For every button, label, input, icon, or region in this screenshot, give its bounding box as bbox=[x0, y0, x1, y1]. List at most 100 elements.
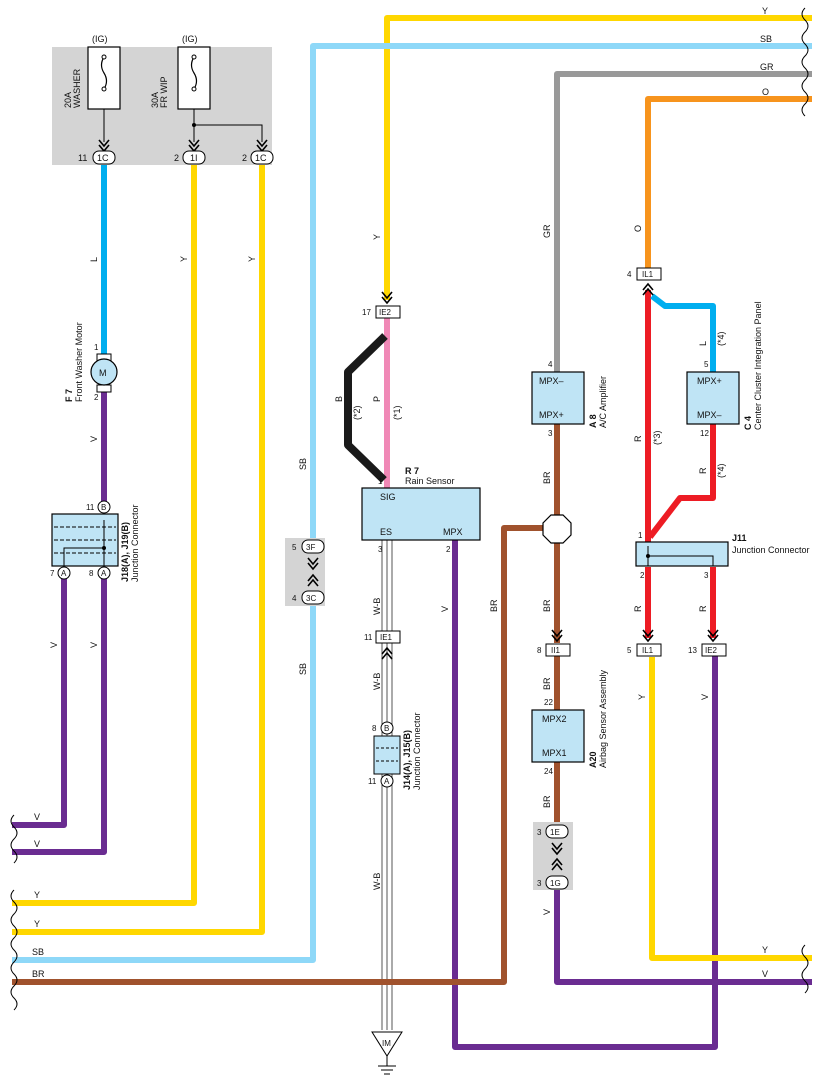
wire-label-br-bus: BR bbox=[489, 599, 499, 612]
edge-label-bl-v2: V bbox=[34, 839, 40, 849]
ie2-bottom-connector: IE2 13 bbox=[688, 629, 727, 657]
ii1-connector: II1 8 bbox=[537, 629, 571, 657]
conn-1g-num: 3 bbox=[537, 879, 542, 888]
ac-amp-box bbox=[531, 371, 585, 425]
wire-sb bbox=[12, 43, 812, 963]
motor-icon bbox=[90, 358, 118, 386]
conn-1e: 1E bbox=[550, 828, 560, 837]
fuse-pin-num-3: 2 bbox=[242, 153, 247, 163]
sb-connector-pair: 3F 5 3C 4 bbox=[285, 538, 325, 606]
wire-label-y-frwip-2: Y bbox=[247, 256, 257, 262]
il1-bottom-num: 5 bbox=[627, 646, 632, 655]
wire-label-v-ie2: V bbox=[700, 694, 710, 700]
il1-top-num: 4 bbox=[627, 270, 632, 279]
ie1-conn: IE1 bbox=[380, 633, 393, 642]
cluster-pin-in: 5 bbox=[704, 360, 709, 369]
wire-label-o: O bbox=[633, 225, 643, 232]
wire-o bbox=[645, 96, 812, 268]
wire-label-r-j11-a: R bbox=[633, 605, 643, 612]
wire-label-l-cluster: L bbox=[698, 341, 708, 346]
connector-1c-a bbox=[92, 150, 116, 165]
wire-br-bus bbox=[12, 525, 543, 985]
rain-sensor-name: Rain Sensor bbox=[405, 476, 455, 486]
wire-v-j18-a bbox=[12, 577, 67, 828]
wire-label-r-cluster: R bbox=[698, 467, 708, 474]
ac-amp-mpx-minus: MPX– bbox=[539, 376, 564, 386]
fuse-frwip-name: FR WIP bbox=[159, 77, 169, 109]
airbag-name: Airbag Sensor Assembly bbox=[598, 669, 608, 768]
wire-label-v-j18-a: V bbox=[49, 642, 59, 648]
wire-label-v-washer: V bbox=[89, 436, 99, 442]
wire-label-br-airbag-2: BR bbox=[542, 677, 552, 690]
ac-amp-pin-out: 3 bbox=[548, 429, 553, 438]
ground-label: IM bbox=[382, 1039, 391, 1048]
conn-1g: 1G bbox=[550, 879, 561, 888]
ii1-num: 8 bbox=[537, 646, 542, 655]
fuse-frwip-rating: 30A bbox=[150, 92, 160, 108]
ii1-conn: II1 bbox=[551, 646, 560, 655]
ie2-bottom-conn: IE2 bbox=[705, 646, 718, 655]
rain-sensor-pin-sig: 1 bbox=[378, 477, 383, 486]
ac-amp-name: A/C Amplifier bbox=[598, 376, 608, 428]
wire-v-airbag bbox=[554, 888, 812, 985]
wire-v-j18-b bbox=[12, 577, 107, 855]
fuse-frwip-icon bbox=[190, 56, 198, 90]
motor-symbol: M bbox=[99, 368, 107, 378]
washer-motor: M 1 2 F 7 Front Washer Motor bbox=[64, 322, 118, 402]
wire-label-y-frwip-1: Y bbox=[179, 256, 189, 262]
fuse-frwip: (IG) 30A FR WIP bbox=[150, 34, 263, 142]
ie2-num: 17 bbox=[362, 308, 371, 317]
sb-conn-bottom: 3C bbox=[306, 594, 316, 603]
rain-sensor-box bbox=[361, 487, 481, 541]
wire-label-y-ie2: Y bbox=[372, 234, 382, 240]
conn-1e-num: 3 bbox=[537, 828, 542, 837]
fuse-washer: (IG) 20A WASHER bbox=[63, 34, 121, 142]
motor-pin-1: 1 bbox=[94, 343, 99, 352]
sb-conn-top-num: 5 bbox=[292, 543, 297, 552]
edge-label-bl-sb: SB bbox=[32, 947, 44, 957]
edge-label-bl-br: BR bbox=[32, 969, 45, 979]
wire-label-r-main: R bbox=[633, 435, 643, 442]
motor-id: F 7 bbox=[64, 389, 74, 402]
j18-name: Junction Connector bbox=[130, 504, 140, 582]
wire-label-r-cluster-note: (*4) bbox=[716, 463, 726, 478]
wire-label-br-airbag-in: BR bbox=[542, 599, 552, 612]
wire-label-v-j18-b: V bbox=[89, 642, 99, 648]
cluster-mpx-minus: MPX– bbox=[697, 410, 722, 420]
wire-label-br-airbag-out: BR bbox=[542, 795, 552, 808]
wire-label-l: L bbox=[89, 257, 99, 262]
fuse-pin-conn-3: 1C bbox=[255, 153, 267, 163]
wire-y-il1 bbox=[649, 657, 812, 961]
j18-pin-top-num: 11 bbox=[86, 503, 95, 512]
left-edge-break bbox=[10, 814, 18, 1011]
fuse-pin-conn-1: 1C bbox=[97, 153, 109, 163]
j14-connector: B 8 A 11 J14(A), J15(B) Junction Connect… bbox=[368, 712, 422, 790]
j18-connector: B 11 A A 7 8 J18(A), J19(B) Junction Con… bbox=[50, 500, 140, 582]
ac-amplifier: 4 MPX– MPX+ 3 A 8 A/C Amplifier bbox=[531, 360, 608, 438]
wire-gr bbox=[554, 71, 812, 373]
edge-label-br-v: V bbox=[762, 969, 768, 979]
j14-pin-bottom-letter: A bbox=[384, 777, 390, 786]
sb-conn-bottom-num: 4 bbox=[292, 594, 297, 603]
il1-top-conn: IL1 bbox=[642, 270, 654, 279]
rain-sensor-id: R 7 bbox=[405, 466, 419, 476]
cluster-mpx-plus: MPX+ bbox=[697, 376, 722, 386]
wire-label-b-note: (*2) bbox=[352, 405, 362, 420]
fuse-washer-supply: (IG) bbox=[92, 34, 108, 44]
fuse-washer-rating: 20A bbox=[63, 92, 73, 108]
j18-id: J18(A), J19(B) bbox=[120, 522, 130, 582]
airbag-mpx1: MPX1 bbox=[542, 748, 567, 758]
wire-label-r-j11-b: R bbox=[698, 605, 708, 612]
edge-label-br-y: Y bbox=[762, 945, 768, 955]
wire-label-wb-1: W-B bbox=[372, 598, 382, 615]
fuse-pin-num-2: 2 bbox=[174, 153, 179, 163]
j18-pin-a1-num: 7 bbox=[50, 569, 55, 578]
right-edge-break bbox=[801, 7, 809, 994]
splice-octagon bbox=[542, 514, 572, 544]
wire-label-br-acamp: BR bbox=[542, 471, 552, 484]
wire-label-sb-bottom: SB bbox=[298, 663, 308, 675]
j18-pin-a2-num: 8 bbox=[89, 569, 94, 578]
wire-l-cluster bbox=[650, 293, 716, 373]
j11-box bbox=[635, 541, 729, 567]
